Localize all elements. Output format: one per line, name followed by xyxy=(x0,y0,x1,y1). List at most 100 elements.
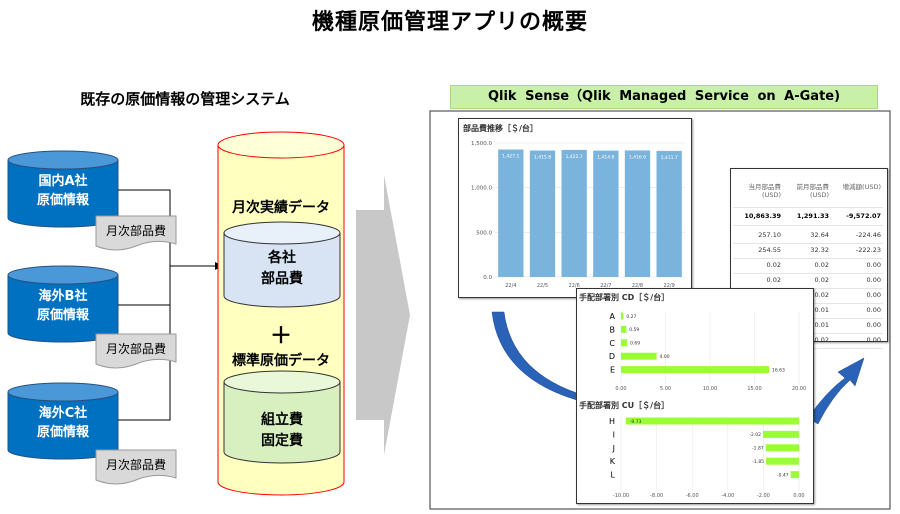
table-cell: 254.55 xyxy=(758,246,781,254)
category-label: B xyxy=(610,325,616,334)
x-tick-label: 22/9 xyxy=(664,283,675,289)
bar xyxy=(498,149,524,277)
table-cell: -222.23 xyxy=(855,246,881,254)
table-cell: 0.00 xyxy=(866,261,881,269)
bar-value-label: 1,422.7 xyxy=(566,154,583,160)
bar-value-label: -1.85 xyxy=(752,459,764,465)
curved-arrow-right-icon xyxy=(807,357,865,425)
doc-c-label: 月次部品費 xyxy=(105,458,166,472)
cd-chart-title: 手配部署別 CD［＄/台］ xyxy=(579,293,670,302)
x-tick-label: 0.00 xyxy=(615,386,626,392)
table-cell: 0.00 xyxy=(866,291,881,299)
x-tick-label: 10.00 xyxy=(703,386,717,392)
category-label: A xyxy=(610,312,616,321)
table-cell: 0.00 xyxy=(866,321,881,329)
y-tick-label: 0.0 xyxy=(483,275,492,281)
bar-value-label: 1,415.8 xyxy=(534,155,551,161)
x-tick-label: -2.00 xyxy=(757,493,770,499)
x-tick-label: -4.00 xyxy=(721,493,734,499)
table-cell: 0.02 xyxy=(814,261,829,269)
table-cell: 257.10 xyxy=(758,231,781,239)
category-label: E xyxy=(610,366,615,375)
x-tick-label: 22/8 xyxy=(632,283,643,289)
doc-a-label: 月次部品費 xyxy=(105,224,166,238)
bar-value-label: -2.02 xyxy=(749,432,761,438)
table-cell: 32.32 xyxy=(810,246,829,254)
table-cell: 0.02 xyxy=(766,276,781,284)
bar xyxy=(621,312,624,320)
qlik-banner: Qlik Sense（Qlik Managed Service on A-Gat… xyxy=(450,85,878,109)
table-cell: 0.01 xyxy=(814,306,829,314)
table-cell: 0.01 xyxy=(814,321,829,329)
dept-chart-panel: 手配部署別 CD［＄/台］ 手配部署別 CU［＄/台］ 0.00 5.00 10.0… xyxy=(576,288,814,504)
category-label: C xyxy=(609,339,615,348)
category-label: I xyxy=(613,430,615,439)
table-cell: 0.02 xyxy=(814,336,829,344)
table-cell: 0.00 xyxy=(866,306,881,314)
doc-shape-a xyxy=(95,215,177,251)
bar-chart-title: 部品費推移［＄/台］ xyxy=(463,124,538,133)
y-tick-label: 1,000.0 xyxy=(471,186,492,192)
left-heading: 既存の原価情報の管理システム xyxy=(80,90,290,108)
bar xyxy=(765,444,799,452)
table-cell: 1,291.33 xyxy=(796,212,829,220)
table-cell: 当月部品費 (USD) xyxy=(748,183,782,199)
parts-cylinder xyxy=(223,221,341,308)
table-row: 257.10 32.64 -224.46 xyxy=(733,229,883,244)
x-tick-label: 22/5 xyxy=(537,283,548,289)
table-cell: 前月部品費 (USD) xyxy=(796,183,830,199)
bar xyxy=(529,150,556,277)
table-cell: 0.02 xyxy=(766,261,781,269)
source-a-label: 国内A社 原価情報 xyxy=(36,174,89,208)
category-label: D xyxy=(609,352,615,361)
bar-value-label: 0.69 xyxy=(630,341,640,347)
x-tick-label: 15.00 xyxy=(747,386,761,392)
x-tick-label: 22/4 xyxy=(505,283,516,289)
x-tick-label: 5.00 xyxy=(660,386,671,392)
y-tick-label: 500.0 xyxy=(476,230,492,236)
x-tick-label: 0.00 xyxy=(793,493,804,499)
x-tick-label: -8.00 xyxy=(650,493,663,499)
bar-value-label: 16.63 xyxy=(772,367,785,373)
bar xyxy=(561,149,587,277)
bar xyxy=(593,150,619,277)
cu-chart-title: 手配部署別 CU［＄/台］ xyxy=(579,401,670,410)
table-cell: 0.00 xyxy=(866,336,881,344)
bar-value-label: 1,427.1 xyxy=(502,154,519,160)
x-tick-label: 20.00 xyxy=(792,386,806,392)
parts-label: 各社 部品費 xyxy=(261,250,303,287)
assembly-label: 組立費 固定費 xyxy=(261,412,303,449)
bar xyxy=(656,150,682,277)
bar-chart: 0.0 500.0 1,000.0 1,500.0 1,427.1 22/4 1,415.8… xyxy=(471,141,685,289)
category-label: L xyxy=(611,471,616,480)
assembly-cylinder xyxy=(223,370,341,464)
bar-value-label: 1,414.8 xyxy=(597,155,614,161)
source-cylinder-a xyxy=(7,150,119,228)
table-cell: -224.46 xyxy=(855,231,881,239)
bar-value-label: 1,416.6 xyxy=(629,154,646,160)
bar xyxy=(625,417,799,425)
table-cell: 10,863.39 xyxy=(744,212,781,220)
bar xyxy=(624,150,651,277)
page-title: 機種原価管理アプリの概要 xyxy=(311,10,588,35)
x-tick-label: 22/6 xyxy=(569,283,580,289)
category-label: K xyxy=(610,457,616,466)
bar-value-label: 1,411.7 xyxy=(661,155,678,161)
table-row: 254.55 32.32 -222.23 xyxy=(733,244,883,259)
bar xyxy=(790,471,799,479)
table-cell: 32.64 xyxy=(810,231,829,239)
table-header-row: 当月部品費 (USD)前月部品費 (USD)増減額(USD) xyxy=(733,173,883,208)
table-row: 0.02 0.02 0.00 xyxy=(733,259,883,274)
x-tick-label: -10.00 xyxy=(613,493,629,499)
bar xyxy=(763,430,799,438)
bar-value-label: -1.87 xyxy=(752,446,764,452)
bar-value-label: -9.73 xyxy=(630,419,642,425)
bar-value-label: 0.59 xyxy=(629,327,639,333)
bar xyxy=(766,457,799,465)
y-tick-label: 1,500.0 xyxy=(471,141,492,147)
doc-b-label: 月次部品費 xyxy=(105,342,166,356)
bar xyxy=(621,352,657,360)
